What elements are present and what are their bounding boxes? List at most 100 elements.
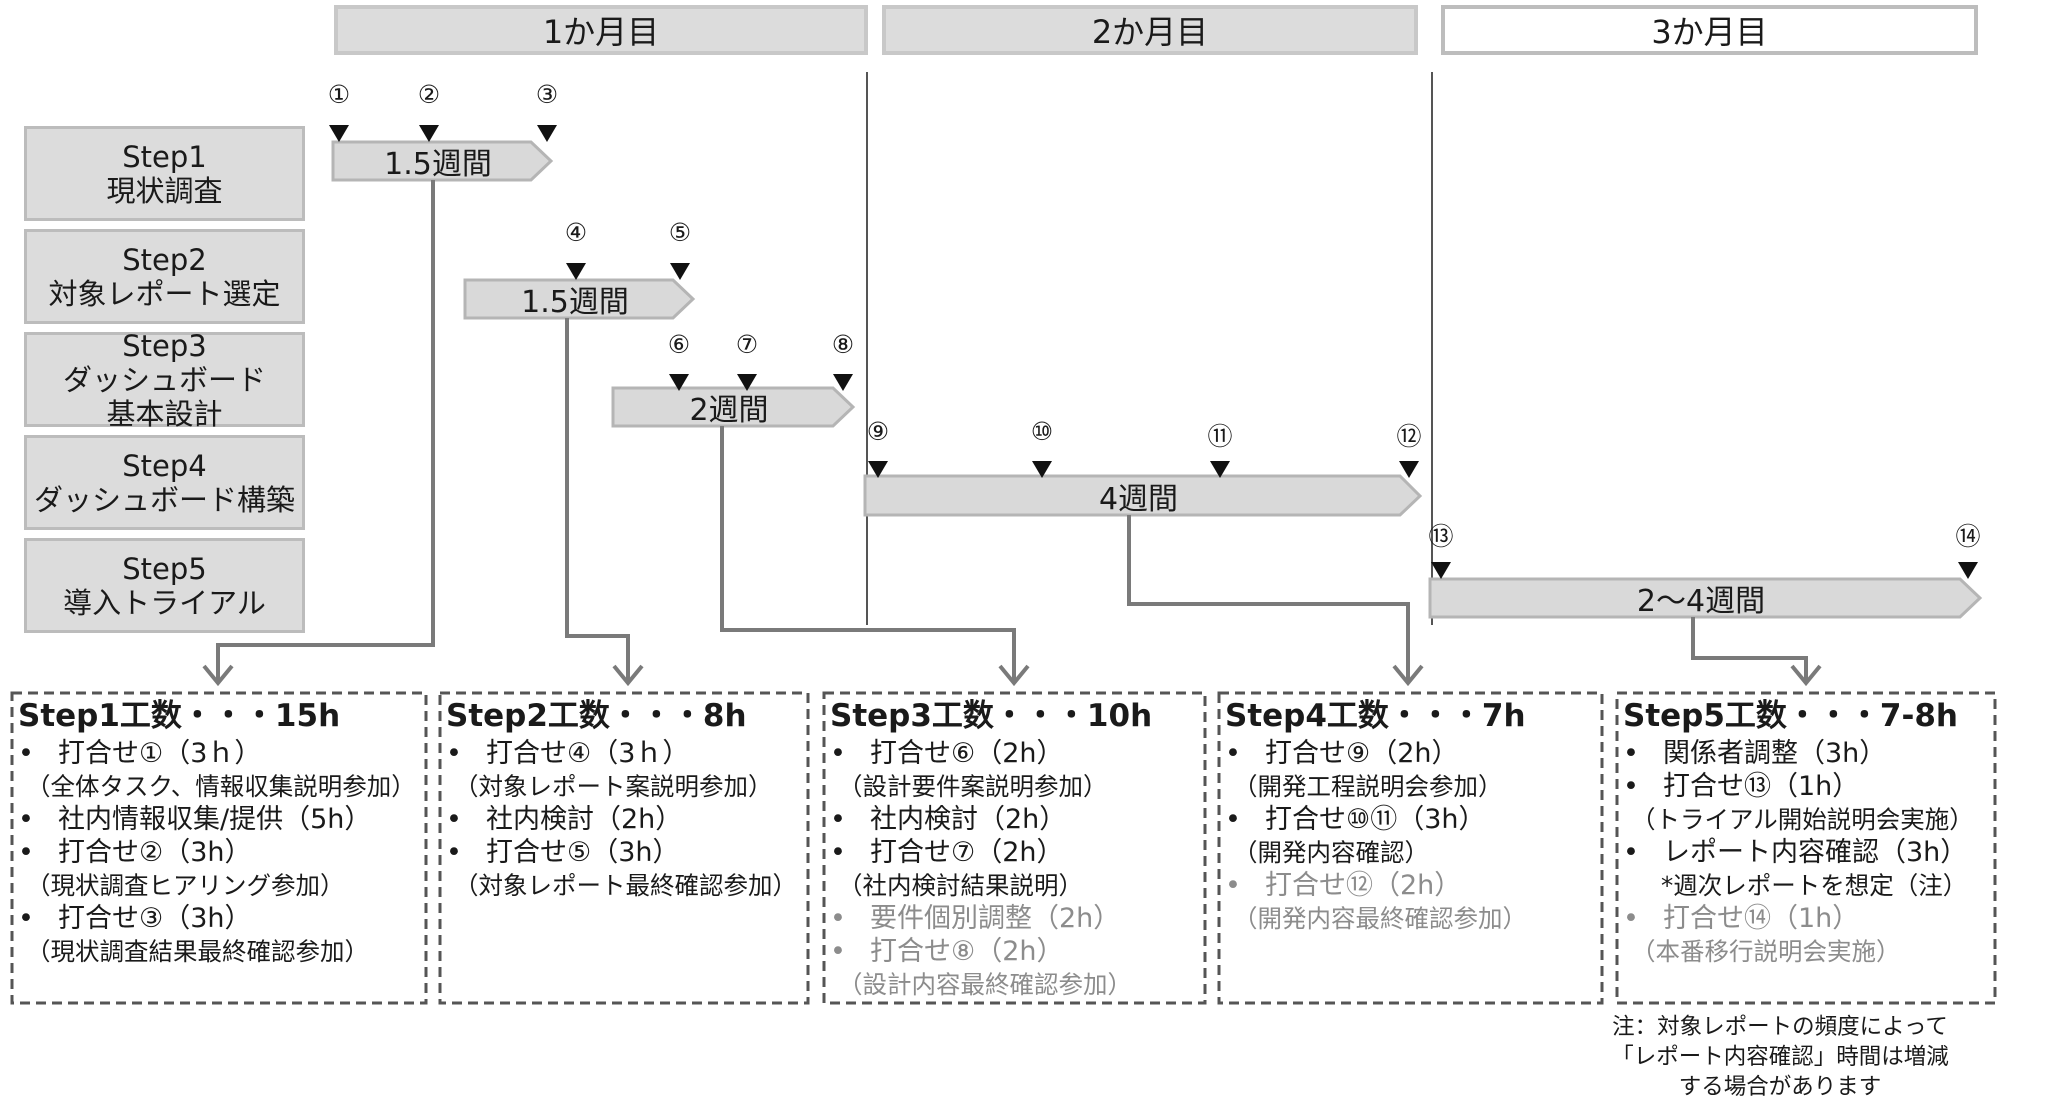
bullet: • [1225, 870, 1241, 901]
arrowhead [612, 664, 644, 687]
step-box-2: Step2 対象レポート選定 [24, 229, 305, 324]
item-text: 打合せ⑭（1h） [1663, 903, 1860, 934]
milestone-triangle [329, 125, 349, 142]
item-text: 社内検討（2h） [486, 804, 683, 835]
item-subtext: （社内検討結果説明） [838, 871, 1083, 900]
milestone-number: ⑩ [1030, 417, 1054, 446]
detail-box-border [438, 691, 810, 1005]
item-text: 社内情報収集/提供（5h） [58, 804, 372, 835]
item-subtext: *週次レポートを想定（注） [1661, 871, 1968, 900]
item-subtext: （開発内容最終確認参加） [1233, 904, 1527, 933]
item-subtext: （現状調査ヒアリング参加） [26, 871, 345, 900]
item-text: 社内検討（2h） [870, 804, 1067, 835]
duration-bar-step4 [863, 474, 1423, 517]
list-item: •打合せ⑬（1h） [1623, 770, 1993, 803]
box-title: Step2工数・・・8h [446, 698, 747, 734]
bullet: • [18, 804, 34, 835]
bullet: • [18, 738, 34, 769]
item-text: 打合せ⑫（2h） [1265, 870, 1462, 901]
item-text: 関係者調整（3h） [1663, 738, 1887, 769]
item-text: 打合せ⑦（2h） [870, 837, 1064, 868]
item-subtext: （設計内容最終確認参加） [838, 970, 1132, 999]
detail-box-border [822, 691, 1207, 1005]
milestone-number: ⑦ [735, 330, 759, 359]
connector-step2 [565, 318, 630, 682]
box-title: Step5工数・・・7-8h [1623, 698, 1959, 734]
arrowhead [202, 664, 234, 687]
step-title: ダッシュボード [62, 362, 266, 397]
step-label: Step1 [122, 139, 207, 174]
milestone-number: ⑥ [667, 330, 691, 359]
milestone-triangle [1399, 461, 1419, 478]
step-box-4: Step4 ダッシュボード構築 [24, 435, 305, 530]
milestone-number: ③ [535, 80, 559, 109]
milestone-number: ⑧ [831, 330, 855, 359]
duration-bar-step5 [1428, 577, 1983, 619]
item-text: 打合せ⑬（1h） [1663, 771, 1860, 802]
list-item: • レポート内容確認（3h） [1623, 836, 1993, 869]
detail-box-borders [10, 691, 1997, 1005]
item-subtext: （開発工程説明会参加） [1233, 772, 1503, 801]
milestone-triangle [419, 125, 439, 142]
list-item: •打合せ⑥（2h） [830, 737, 1203, 770]
detail-box-border [1217, 691, 1604, 1005]
item-text: レポート内容確認（3h） [1663, 837, 1968, 868]
milestone-number: ⑪ [1207, 422, 1233, 451]
detail-box-step2: Step2工数・・・8h •打合せ④（3ｈ） （対象レポート案説明参加） •社内… [442, 693, 806, 1003]
milestone-number: ④ [564, 218, 588, 247]
list-item: •打合せ③（3h） [18, 902, 424, 935]
arrowhead [998, 664, 1030, 687]
milestone-triangle [566, 263, 586, 280]
milestone-triangle [1032, 461, 1052, 478]
bullet: • [1623, 903, 1639, 934]
detail-box-step3: Step3工数・・・10h •打合せ⑥（2h） （設計要件案説明参加） •社内検… [826, 693, 1203, 1003]
milestone-triangle [670, 263, 690, 280]
list-item: •社内検討（2h） [446, 803, 806, 836]
list-item: • 打合せ⑧（2h） [830, 935, 1203, 968]
list-item: •要件個別調整（2h） [830, 902, 1203, 935]
list-item: • 打合せ⑫（2h） [1225, 869, 1600, 902]
bullet: • [830, 837, 846, 868]
step-box-1: Step1 現状調査 [24, 126, 305, 221]
duration-bar-step2 [463, 278, 696, 320]
item-text: 打合せ⑥（2h） [870, 738, 1064, 769]
item-text: 打合せ①（3ｈ） [58, 738, 262, 769]
list-item: •打合せ⑨（2h） [1225, 737, 1600, 770]
item-text: 打合せ③（3h） [58, 903, 252, 934]
milestone-triangle [737, 374, 757, 391]
milestone-number: ② [417, 80, 441, 109]
bullet: • [18, 837, 34, 868]
item-subtext: （全体タスク、情報収集説明参加） [26, 772, 416, 801]
item-subtext: （現状調査結果最終確認参加） [26, 937, 369, 966]
step-box-5: Step5 導入トライアル [24, 538, 305, 633]
detail-box-border [10, 691, 428, 1005]
milestone-number: ⑬ [1428, 522, 1454, 551]
connectors [216, 180, 1808, 682]
duration-label-step3: 2週間 [689, 393, 769, 428]
box-title: Step3工数・・・10h [830, 698, 1153, 734]
step-title: 現状調査 [106, 173, 223, 208]
step-title: 対象レポート選定 [48, 276, 281, 311]
bullet: • [1623, 837, 1639, 868]
list-item: •打合せ⑤（3h） [446, 836, 806, 869]
bullet: • [830, 804, 846, 835]
item-text: 打合せ⑧（2h） [870, 936, 1064, 967]
list-item: • 社内検討（2h） [830, 803, 1203, 836]
connector-step5 [1691, 617, 1808, 682]
detail-box-step5: Step5工数・・・7-8h •関係者調整（3h） •打合せ⑬（1h） （トライ… [1619, 693, 1993, 1003]
duration-label-step2: 1.5週間 [521, 285, 629, 320]
step-label: Step3 [122, 328, 207, 363]
box-title: Step4工数・・・7h [1225, 698, 1526, 734]
detail-box-border [1615, 691, 1997, 1005]
list-item: •打合せ④（3ｈ） [446, 737, 806, 770]
item-subtext: （対象レポート案説明参加） [454, 772, 773, 801]
item-text: 打合せ④（3ｈ） [486, 738, 690, 769]
milestone-triangle [1958, 562, 1978, 579]
bullet: • [830, 903, 846, 934]
detail-box-step4: Step4工数・・・7h •打合せ⑨（2h） （開発工程説明会参加） •打合せ⑩… [1221, 693, 1600, 1003]
footnote-line: 注：対象レポートの頻度によって [1612, 1014, 1948, 1040]
milestone-triangle [1210, 461, 1230, 478]
milestone-number: ⑤ [668, 218, 692, 247]
bullet: • [830, 936, 846, 967]
list-item: • 打合せ⑦（2h） [830, 836, 1203, 869]
